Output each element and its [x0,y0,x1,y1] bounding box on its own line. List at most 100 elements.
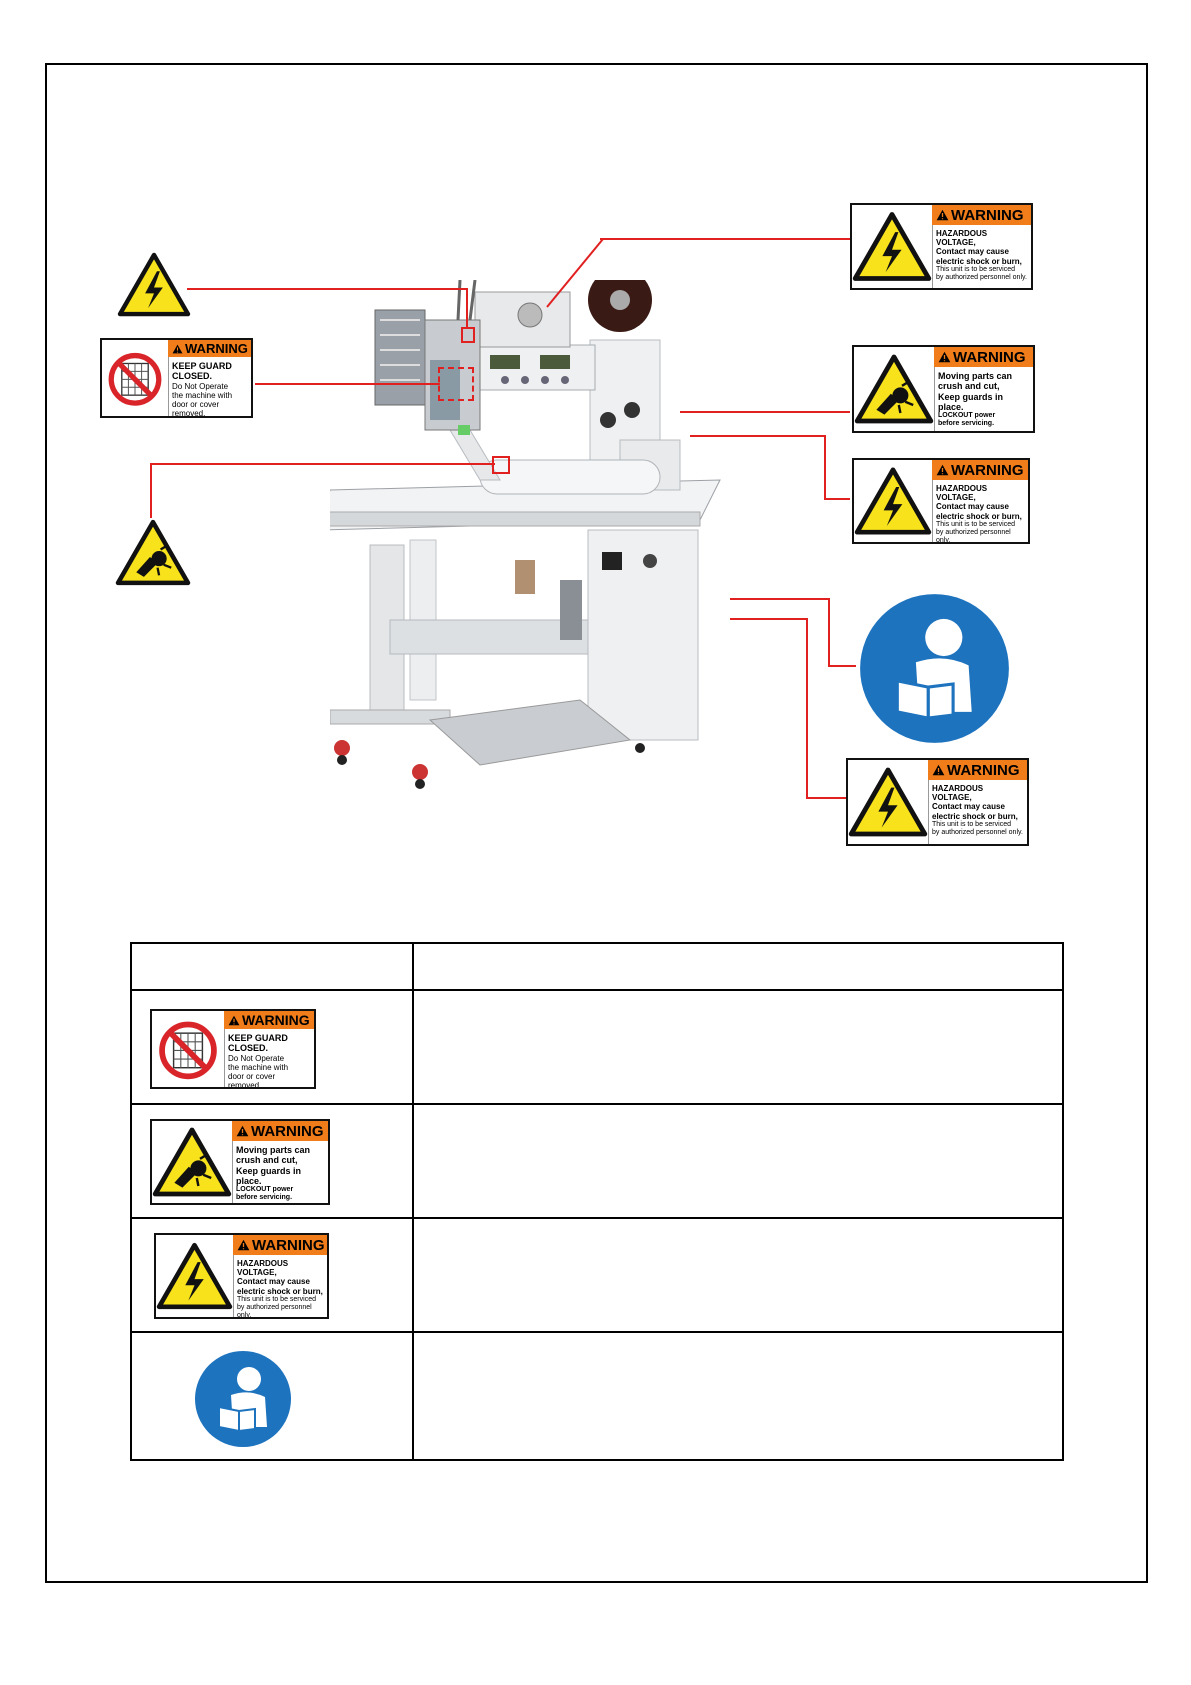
leader-line [255,383,440,385]
leader-marker [461,327,475,343]
warning-triangle-icon [236,1125,249,1137]
label-line: CLOSED. [228,1043,269,1054]
leader-line [824,435,826,499]
label-line: HAZARDOUS VOLTAGE, [237,1259,289,1278]
warning-triangle-icon [228,1015,240,1026]
description-cell [412,989,1064,1105]
warning-triangle-icon [932,764,945,776]
leader-marker [438,367,474,401]
column-header-symbol [130,942,414,991]
label-header: WARNING [185,341,248,356]
label-header: WARNING [951,206,1024,224]
table-row [130,1331,1064,1461]
leader-line [600,238,850,240]
label-line: door or cover removed. [172,400,220,418]
leader-line [730,598,830,600]
label-line: Contact may cause [932,802,1005,812]
label-line: Contact may cause [237,1277,310,1287]
warning-triangle-icon [938,351,951,363]
label-line: This unit is to be serviced [936,265,1015,273]
description-cell [412,1331,1064,1461]
leader-line [546,238,604,308]
label-line: before servicing. [938,420,995,428]
electric-shock-triangle-icon [156,1235,233,1317]
table-header-row [130,942,1064,991]
label-line: LOCKOUT power [236,1186,294,1194]
label-line: KEEP GUARD [172,361,232,371]
label-line: crush and cut, [236,1155,298,1166]
label-line: This unit is to be serviced [932,820,1011,828]
label-line: by authorized personnel only. [936,273,1027,281]
label-line: the machine with [172,390,233,400]
read-manual-icon [193,1349,293,1449]
moving-parts-warning-label: WARNING Moving parts can crush and cut, … [852,345,1035,433]
label-line: HAZARDOUS VOLTAGE, [932,784,984,803]
read-manual-icon [857,591,1012,746]
leader-line [828,665,856,667]
label-line: HAZARDOUS VOLTAGE, [936,229,988,248]
label-line: before servicing. [236,1194,293,1202]
label-header: WARNING [242,1012,310,1028]
warning-triangle-icon [172,344,183,354]
electric-shock-triangle-icon [854,460,932,542]
leader-line [690,435,825,437]
leader-line [806,797,846,799]
hand-crush-triangle-icon [152,1121,232,1203]
label-line: by authorized personnel only. [932,828,1023,836]
warning-triangle-icon [936,464,949,476]
hazardous-voltage-warning-label: WARNING HAZARDOUS VOLTAGE, Contact may c… [850,203,1033,290]
leader-line [150,463,495,465]
symbol-cell: WARNING HAZARDOUS VOLTAGE, Contact may c… [130,1217,414,1333]
label-line: Contact may cause [936,502,1009,512]
keep-guard-prohibition-icon [102,340,168,416]
label-line: door or cover removed. [228,1072,276,1089]
hand-crush-triangle-icon [115,519,191,586]
warning-triangle-icon [237,1239,250,1251]
label-line: electric shock or burn, [237,1286,323,1296]
hazardous-voltage-warning-label: WARNING HAZARDOUS VOLTAGE, Contact may c… [852,458,1030,544]
label-line: This unit is to be serviced [237,1295,316,1303]
leader-marker [492,456,510,474]
label-line: KEEP GUARD [228,1033,288,1043]
label-line: electric shock or burn, [932,811,1018,821]
leader-line [187,288,467,290]
leader-line [730,618,808,620]
table-row: WARNING HAZARDOUS VOLTAGE, Contact may c… [130,1217,1064,1333]
column-header-description [412,942,1064,991]
label-header: WARNING [951,461,1024,479]
label-line: Keep guards in place. [938,391,1004,413]
label-line: LOCKOUT power [938,412,996,420]
hazardous-voltage-warning-label: WARNING HAZARDOUS VOLTAGE, Contact may c… [846,758,1029,846]
leader-line [466,288,468,328]
description-cell [412,1217,1064,1333]
electric-shock-triangle-icon [117,252,191,317]
electric-shock-triangle-icon [852,205,932,288]
page-frame [45,63,1148,1583]
leader-line [828,598,830,666]
label-line: Do Not Operate [228,1053,285,1063]
label-line: Contact may cause [936,247,1009,257]
electric-shock-triangle-icon [848,760,928,844]
leader-line [824,498,850,500]
label-header: WARNING [953,348,1026,366]
label-line: Do Not Operate [172,381,229,391]
keep-guard-warning-label: WARNING KEEP GUARD CLOSED. Do Not Operat… [150,1009,316,1089]
label-line: Keep guards in place. [236,1165,302,1187]
label-header: WARNING [947,761,1020,779]
symbol-cell [130,1331,414,1461]
hazardous-voltage-warning-label: WARNING HAZARDOUS VOLTAGE, Contact may c… [154,1233,329,1319]
keep-guard-prohibition-icon [152,1011,224,1087]
label-line: electric shock or burn, [936,511,1022,521]
symbol-cell: WARNING Moving parts can crush and cut, … [130,1103,414,1219]
leader-line [806,618,808,798]
label-header: WARNING [252,1236,325,1254]
label-line: the machine with [228,1062,289,1072]
symbol-table: WARNING KEEP GUARD CLOSED. Do Not Operat… [130,942,1064,1461]
keep-guard-warning-label: WARNING KEEP GUARD CLOSED. Do Not Operat… [100,338,253,418]
label-line: Moving parts can [236,1145,311,1155]
label-header: WARNING [251,1122,324,1140]
warning-triangle-icon [936,209,949,221]
hand-crush-triangle-icon [854,347,934,431]
label-line: crush and cut, [938,381,1000,392]
label-line: by authorized personnel only. [936,528,1011,544]
